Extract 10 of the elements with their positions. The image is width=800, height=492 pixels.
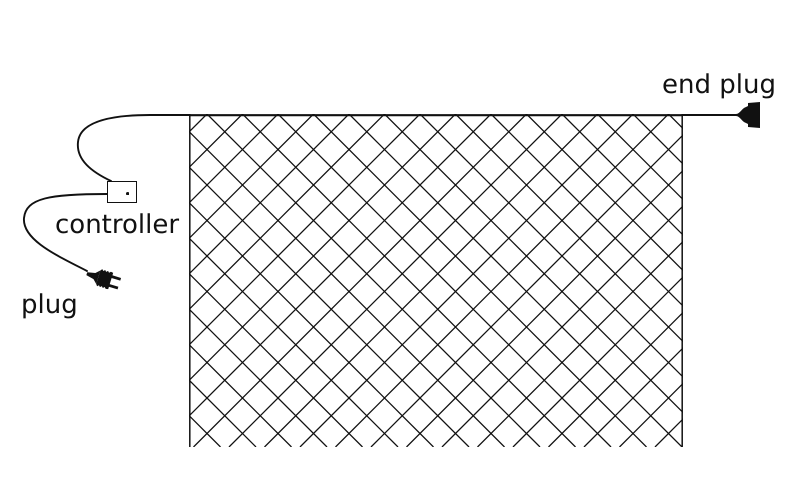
controller-box bbox=[107, 181, 137, 203]
cable bbox=[76, 114, 190, 182]
plug-label: plug bbox=[21, 290, 78, 320]
plug-icon bbox=[86, 267, 122, 291]
end-plug-label: end plug bbox=[662, 70, 776, 100]
controller-label: controller bbox=[55, 210, 180, 240]
net-mesh-drawing bbox=[189, 114, 683, 447]
cable bbox=[23, 193, 108, 272]
end-connector-icon bbox=[732, 102, 760, 128]
cable bbox=[682, 114, 733, 116]
